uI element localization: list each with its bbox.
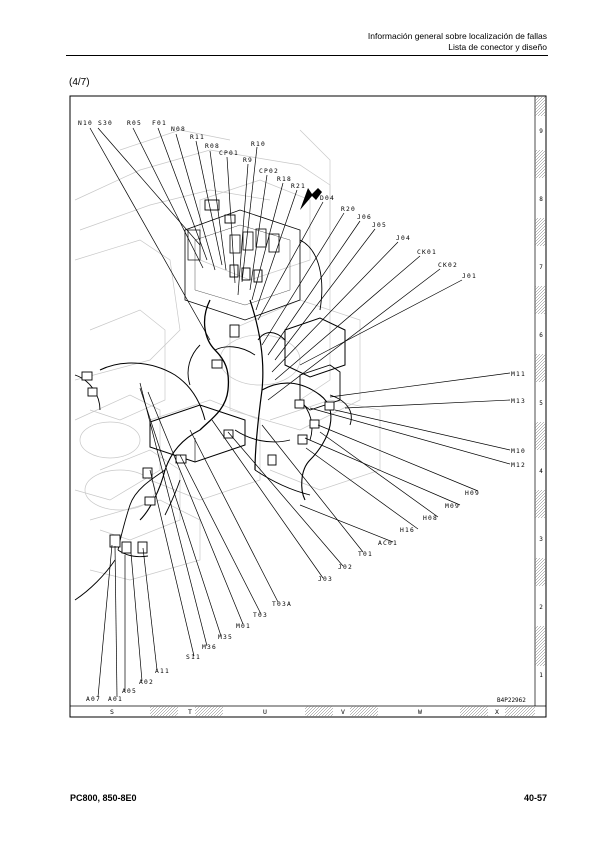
label-r21: R21 — [291, 183, 306, 190]
label-a11: A11 — [155, 668, 170, 675]
header-subtitle: Lista de conector y diseño — [448, 41, 547, 52]
label-m11: M11 — [511, 371, 526, 378]
label-j06: J06 — [357, 214, 372, 221]
label-r10: R10 — [251, 141, 266, 148]
harness-assembly — [74, 199, 352, 601]
label-m09: M09 — [445, 503, 460, 510]
connector-labels: N10 S30 R05 F01 N08 R11 R08 CP01 R10 R9 … — [78, 120, 526, 703]
col-label-u: U — [263, 708, 267, 716]
label-r08: R08 — [205, 143, 220, 150]
row-label-8: 8 — [539, 196, 543, 203]
label-r20: R20 — [341, 206, 356, 213]
label-m10: M10 — [511, 448, 526, 455]
label-h09: H09 — [465, 490, 480, 497]
col-label-s: S — [110, 708, 114, 716]
row-label-9: 9 — [539, 128, 543, 135]
label-r18: R18 — [277, 176, 292, 183]
leader-lines — [89, 127, 511, 698]
drawing-code: B4P22962 — [497, 697, 526, 704]
label-ck02: CK02 — [438, 262, 458, 269]
label-r05: R05 — [127, 120, 142, 127]
header-title: Información general sobre localización d… — [367, 31, 547, 41]
col-label-t: T — [188, 708, 192, 716]
page-header: Información general sobre localización d… — [368, 31, 547, 52]
label-cp01: CP01 — [219, 150, 239, 157]
label-a05: A05 — [122, 688, 137, 695]
col-label-v: V — [341, 708, 345, 716]
label-m01: M01 — [236, 623, 251, 630]
label-h08: H08 — [423, 515, 438, 522]
label-j01: J01 — [462, 273, 477, 280]
row-label-5: 5 — [539, 400, 543, 407]
label-s11: S11 — [186, 654, 201, 661]
row-label-1: 1 — [539, 672, 543, 679]
label-r9: R9 — [243, 157, 253, 164]
label-d04: D04 — [320, 195, 335, 202]
footer-page-number: 40-57 — [523, 793, 547, 803]
label-t01: T01 — [358, 551, 373, 558]
label-j05: J05 — [372, 222, 387, 229]
column-grid-strip: S T U V W X — [110, 706, 535, 717]
header-rule — [66, 55, 548, 56]
label-j04: J04 — [396, 235, 411, 242]
label-ck01: CK01 — [417, 249, 437, 256]
col-label-x: X — [495, 708, 499, 716]
label-n08: N08 — [171, 126, 186, 133]
label-cp02: CP02 — [259, 168, 279, 175]
row-label-6: 6 — [539, 332, 543, 339]
label-t03: T03 — [253, 612, 268, 619]
label-ac01: AC01 — [378, 540, 398, 547]
label-m13: M13 — [511, 398, 526, 405]
label-h16: H16 — [400, 527, 415, 534]
row-label-7: 7 — [539, 264, 543, 271]
label-f01: F01 — [152, 120, 167, 127]
label-n10: N10 — [78, 120, 93, 127]
label-s30: S30 — [98, 120, 113, 127]
row-label-4: 4 — [539, 468, 543, 475]
view-direction-arrow — [300, 188, 322, 210]
page-fraction: (4/7) — [69, 77, 90, 88]
label-a02: A02 — [139, 679, 154, 686]
label-m35: M35 — [218, 634, 233, 641]
label-j03: J03 — [318, 576, 333, 583]
row-grid-strip: 9 8 7 6 5 4 3 2 1 — [535, 96, 546, 679]
label-m12: M12 — [511, 462, 526, 469]
row-label-2: 2 — [539, 604, 543, 611]
label-r11: R11 — [190, 134, 205, 141]
col-label-w: W — [418, 708, 422, 716]
label-a01: A01 — [108, 696, 123, 703]
label-a07: A07 — [86, 696, 101, 703]
label-m36: M36 — [202, 644, 217, 651]
row-label-3: 3 — [539, 536, 543, 543]
label-t03a: T03A — [272, 601, 292, 608]
footer-model: PC800, 850-8E0 — [70, 793, 137, 803]
label-j02: J02 — [338, 564, 353, 571]
